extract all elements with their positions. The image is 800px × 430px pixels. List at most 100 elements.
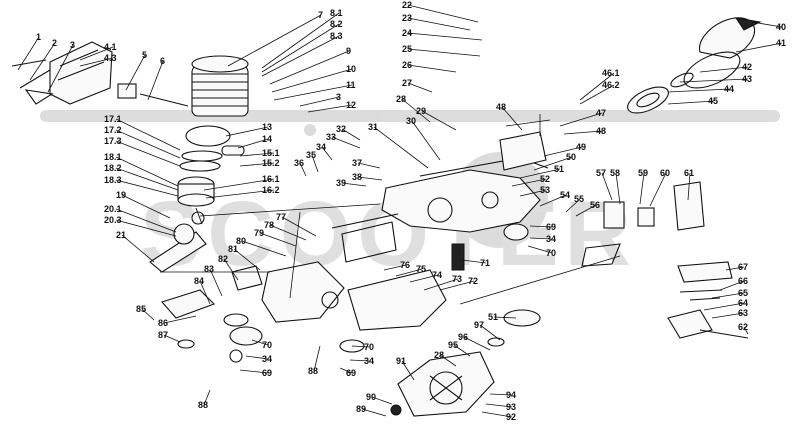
part-label-p13: 13: [262, 122, 272, 132]
part-label-p88b: 88: [308, 366, 318, 376]
leader-line-p97: [479, 324, 501, 341]
part-label-p64: 64: [738, 298, 748, 308]
leader-line-p61: [687, 172, 691, 201]
part-label-p47: 47: [596, 108, 606, 118]
leader-line-p72: [439, 280, 475, 291]
leader-line-p70b: [251, 339, 269, 346]
fan-housing: [390, 351, 495, 417]
leader-line-p29: [421, 110, 457, 131]
leader-line-p64: [703, 302, 745, 311]
leader-line-p66: [719, 280, 745, 291]
part-label-p173: 17.3: [104, 136, 122, 146]
part-label-p36: 36: [294, 158, 304, 168]
part-label-p23: 23: [402, 13, 412, 23]
part-label-p34: 34: [316, 142, 326, 152]
leader-line-p62: [743, 326, 749, 335]
leader-line-p77: [281, 216, 317, 237]
leader-line-p87: [163, 334, 181, 343]
part-label-p14: 14: [262, 134, 272, 144]
leader-line-p35: [311, 154, 319, 173]
leader-line-p3: [47, 44, 74, 93]
leader-line-p86: [163, 315, 197, 324]
leader-line-p95: [453, 344, 471, 357]
oil-pump: [161, 289, 263, 363]
part-label-p85: 85: [136, 304, 146, 314]
part-label-p25: 25: [402, 44, 412, 54]
part-label-p12: 12: [346, 100, 356, 110]
leader-line-p152: [239, 162, 275, 167]
leader-line-p79: [259, 232, 297, 247]
part-label-p34c: 34: [262, 354, 272, 364]
leader-line-p151: [239, 152, 275, 157]
leader-line-p74: [409, 274, 439, 283]
part-label-p93: 93: [506, 402, 516, 412]
part-label-p66: 66: [738, 276, 748, 286]
part-label-p59: 59: [638, 168, 648, 178]
part-label-p28b: 28: [434, 350, 444, 360]
leader-line-p41b: [735, 42, 783, 53]
leader-line-p48: [563, 130, 603, 135]
part-label-p35: 35: [306, 150, 316, 160]
part-label-p52: 52: [540, 174, 550, 184]
leader-line-p93: [485, 403, 513, 408]
part-label-p44: 44: [724, 84, 734, 94]
part-label-p84: 84: [194, 276, 204, 286]
leader-line-p70: [527, 245, 553, 254]
leader-line-p33: [331, 136, 361, 149]
part-label-p56: 56: [590, 200, 600, 210]
leader-line-p50: [533, 156, 573, 171]
leader-line-p19: [121, 194, 171, 219]
leader-line-p80: [241, 240, 287, 257]
part-label-p21: 21: [116, 230, 126, 240]
leader-line-p52: [511, 178, 547, 187]
leader-line-p81: [261, 12, 340, 69]
leader-line-p40: [751, 21, 783, 28]
part-label-p82: 8.2: [330, 19, 343, 29]
part-label-p50: 50: [566, 152, 576, 162]
air-filter: [667, 261, 749, 339]
part-label-p43b: 43: [742, 74, 752, 84]
part-label-p6: 6: [160, 56, 165, 66]
leader-line-p59: [639, 172, 645, 205]
leader-line-p34c: [245, 355, 269, 360]
leader-line-p58: [615, 172, 621, 205]
leader-line-p22: [407, 4, 479, 23]
part-label-p201: 20.1: [104, 204, 122, 214]
part-label-p78: 78: [264, 220, 274, 230]
part-label-p43: 4.3: [104, 53, 117, 63]
part-label-p5: 5: [142, 50, 147, 60]
part-label-p87: 87: [158, 330, 168, 340]
crankcase: [381, 131, 549, 233]
leader-line-p43: [79, 57, 114, 67]
part-label-p70c: 70: [364, 342, 374, 352]
part-label-p45: 45: [708, 96, 718, 106]
part-label-p34b: 34: [546, 234, 556, 244]
leader-line-p28: [401, 98, 431, 123]
leader-line-p48b: [501, 106, 523, 131]
carburetor: [581, 181, 705, 267]
part-label-p48b: 48: [496, 102, 506, 112]
leader-line-p161: [203, 178, 275, 191]
part-label-p37: 37: [352, 158, 362, 168]
leader-line-p30: [411, 120, 441, 161]
leader-line-p12: [307, 104, 353, 113]
leader-line-p55: [565, 198, 581, 213]
part-label-p79: 79: [254, 228, 264, 238]
part-label-p58: 58: [610, 168, 620, 178]
part-label-p3b: 3: [336, 92, 341, 102]
leader-line-p34: [321, 146, 333, 161]
leader-line-p76: [383, 264, 407, 271]
leader-line-p173: [115, 140, 181, 167]
part-label-p29: 29: [416, 106, 426, 116]
part-label-p62: 62: [738, 322, 748, 332]
leader-line-p67: [725, 266, 745, 271]
part-label-p42: 42: [742, 62, 752, 72]
leader-line-p42: [699, 66, 749, 73]
part-label-p19: 19: [116, 190, 126, 200]
leader-line-p37: [357, 162, 381, 169]
part-label-p73: 73: [452, 274, 462, 284]
part-label-p92: 92: [506, 412, 516, 422]
leader-line-p75: [395, 268, 423, 277]
part-label-p30: 30: [406, 116, 416, 126]
